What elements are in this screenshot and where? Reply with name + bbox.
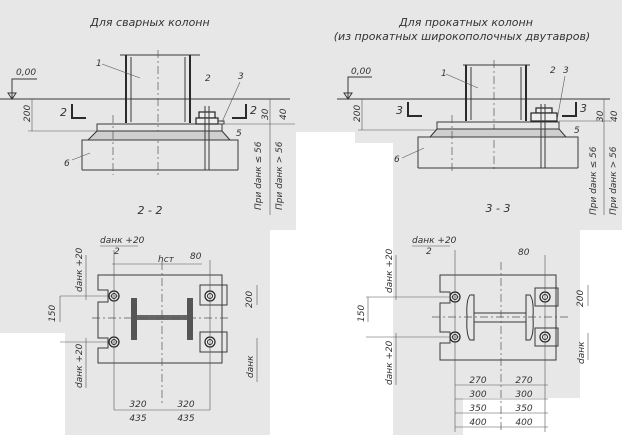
dim-200: 200 [23, 105, 33, 122]
callout-3: 3 [563, 66, 569, 76]
washer-plate [534, 287, 559, 307]
callout-6: 6 [394, 155, 400, 165]
section-3-3: Для прокатных колонн (из прокатных широк… [334, 16, 620, 215]
base-plate-plan [439, 274, 557, 361]
wide-flange-section [466, 294, 534, 341]
washer-plate [534, 327, 559, 347]
left-title: Для сварных колонн [89, 16, 209, 29]
washer-plate [199, 331, 228, 353]
dim-320-left: 320 [129, 400, 146, 410]
rolled-column [463, 60, 530, 172]
table-cell: 350 [515, 404, 532, 414]
callout-6: 6 [64, 159, 70, 169]
washer-plate [199, 284, 228, 306]
anchor-bolt [195, 106, 225, 170]
section-label-3-3: 3 - 3 [486, 202, 511, 215]
section-mark-left: 3 [396, 104, 403, 117]
section-mark-left: 2 [60, 106, 67, 119]
foundation [417, 136, 579, 168]
elevation-label: 0,00 [351, 67, 371, 77]
dim-d-anchor: dанк [577, 341, 587, 364]
dim-d-plus-20-top: dанк +20 [75, 247, 85, 292]
dim-150: 150 [48, 305, 58, 322]
dim-40: 40 [610, 110, 620, 122]
section-mark-right: 2 [250, 104, 257, 117]
dimension-table: 270 270 300 300 350 350 400 400 [455, 376, 548, 428]
foundation [81, 139, 239, 170]
section-2-2: Для сварных колонн 0,00 200 [0, 16, 295, 217]
note-le-56: При dанк ≤ 56 [589, 146, 599, 215]
plan-welded: dанк +20 2 hст 80 150 dанк +20 dанк + [48, 236, 258, 424]
dim-150: 150 [357, 305, 367, 322]
elevation-mark: 0,00 [343, 67, 372, 100]
note-gt-56: При dанк > 56 [609, 146, 619, 215]
dim-d-plus-20-bottom: dанк +20 [75, 343, 85, 388]
section-mark-right: 3 [580, 102, 587, 115]
dim-435-left: 435 [129, 414, 146, 424]
plan-rolled: dанк +20 2 80 150 dанк +20 dанк +20 [357, 236, 589, 432]
callout-3: 3 [238, 72, 244, 82]
right-title: Для прокатных колонн [398, 16, 533, 29]
dim-d-plus-20-top: dанк +20 [385, 248, 395, 293]
table-cell: 270 [515, 376, 532, 386]
right-subtitle: (из прокатных широкополочных двутавров) [334, 30, 590, 43]
elevation-label: 0,00 [16, 68, 36, 78]
note-gt-56: При dанк > 56 [275, 141, 285, 210]
elevation-mark: 0,00 [7, 68, 37, 100]
table-cell: 270 [469, 376, 486, 386]
dim-40: 40 [279, 108, 289, 120]
callout-5: 5 [574, 126, 580, 136]
dim-30: 30 [261, 108, 271, 120]
callout-2: 2 [205, 74, 211, 84]
dim-200: 200 [353, 105, 363, 122]
callout-2: 2 [550, 66, 556, 76]
dim-200-plan: 200 [245, 291, 255, 308]
dim-d-half-num: dанк +20 [100, 236, 145, 246]
dim-435-right: 435 [177, 414, 194, 424]
table-cell: 350 [469, 404, 486, 414]
callout-1: 1 [96, 59, 102, 69]
dim-hct: hст [158, 255, 175, 265]
dim-d-anchor: dанк [246, 355, 256, 378]
dim-320-right: 320 [177, 400, 194, 410]
callout-1: 1 [441, 69, 447, 79]
table-cell: 400 [469, 418, 486, 428]
dim-d-half-den: 2 [114, 247, 120, 257]
welded-column [120, 50, 200, 175]
dim-80: 80 [190, 252, 202, 262]
base-plate-plan [97, 274, 223, 364]
grout-layer [428, 128, 568, 138]
table-cell: 400 [515, 418, 532, 428]
dim-80: 80 [518, 248, 530, 258]
dim-d-half-den: 2 [426, 247, 432, 257]
dim-30: 30 [596, 110, 606, 122]
note-le-56: При dанк ≤ 56 [254, 141, 264, 210]
dim-d-half-num: dанк +20 [412, 236, 457, 246]
table-cell: 300 [515, 390, 532, 400]
table-cell: 300 [469, 390, 486, 400]
dim-200-plan: 200 [576, 290, 586, 307]
blank-areas [0, 132, 622, 435]
callout-5: 5 [236, 129, 242, 139]
anchor-bolt [530, 104, 558, 168]
section-label-2-2: 2 - 2 [138, 204, 163, 217]
dim-d-plus-20-bottom: dанк +20 [385, 340, 395, 385]
